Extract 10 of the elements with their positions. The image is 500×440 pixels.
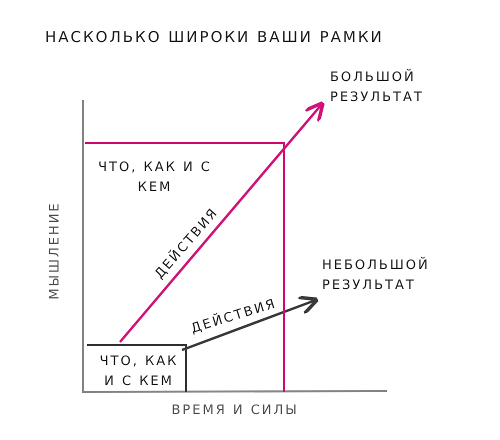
result-label: БОЛЬШОЙ РЕЗУЛЬТАТ [330,68,425,107]
result-label: НЕБОЛЬШОЙ РЕЗУЛЬТАТ [322,256,431,295]
arrow [182,296,320,352]
frame-text: ЧТО, КАК И С КЕМ [97,159,213,197]
axis-label: ВРЕМЯ И СИЛЫ [172,402,299,420]
frame-text: ЧТО, КАК И С КЕМ [98,353,180,391]
title: НАСКОЛЬКО ШИРОКИ ВАШИ РАМКИ [45,28,384,47]
frame-box [87,344,187,392]
arrow [119,100,325,343]
axis-label: МЫШЛЕНИЕ [46,200,64,300]
